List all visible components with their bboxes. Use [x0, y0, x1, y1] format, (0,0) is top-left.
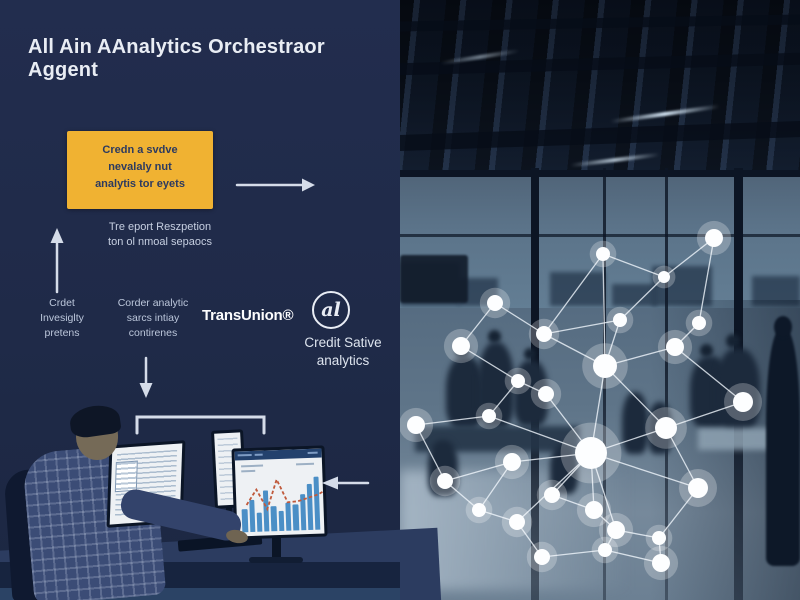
process-box-line1: Credn a svdve: [102, 144, 178, 156]
arrow-up-icon: [50, 228, 64, 294]
label-credit-insights: Crdet Invesiglty pretens: [40, 297, 84, 340]
person-silhouette: [622, 392, 648, 454]
monitor-bracket-icon: [135, 415, 266, 435]
arrow-left-icon: [322, 476, 370, 490]
standing-person-head: [774, 316, 792, 338]
monitor-stand: [272, 538, 281, 558]
skyline-building: [752, 276, 800, 306]
person-silhouette: [716, 348, 760, 430]
credit-analytics-label: Credit Sative analytics: [304, 335, 382, 368]
process-box-line2: nevalaly nut: [108, 161, 172, 174]
label-analytic-sources: Corder analytic sarcs intiay contirenes: [117, 297, 189, 340]
window-mullion: [400, 234, 800, 237]
network-graph: [400, 220, 762, 581]
person-silhouette: [446, 356, 484, 428]
person-silhouette: [524, 348, 536, 360]
arrow-right-icon: [235, 178, 315, 192]
diagram-panel: All Ain AAnalytics Orchestraor Aggent Cr…: [0, 0, 443, 600]
process-box-line3: analytis tor eyets: [95, 178, 185, 191]
report-note: Tre eport Reszpetion ton ol nmoal sepaoc…: [70, 220, 250, 250]
trend-line: [246, 467, 325, 512]
report-note-line2: ton ol nmoal sepaocs: [108, 235, 212, 248]
report-note-line1: Tre eport Reszpetion: [108, 221, 212, 233]
window-mullion: [400, 170, 800, 177]
page-title: All Ain AAnalytics Orchestraor Aggent: [28, 36, 325, 81]
arrow-down-icon: [139, 356, 153, 398]
person-silhouette: [488, 330, 501, 343]
window-mullion: [603, 168, 606, 600]
ai-monogram-icon: al: [312, 291, 350, 329]
person-silhouette: [700, 344, 713, 357]
window-silhouette: [400, 255, 468, 303]
dashboard-header: [234, 448, 322, 461]
dashboard-screen: [234, 448, 325, 537]
office-photo: [400, 0, 800, 600]
monitor-dashboard: [231, 445, 328, 540]
monitor-base: [249, 557, 303, 563]
process-box: Credn a svdve nevalaly nut analytis tor …: [67, 131, 213, 209]
skyline-building: [612, 284, 657, 306]
meeting-table: [698, 428, 786, 450]
window-mullion: [665, 168, 668, 600]
document-table: [114, 460, 138, 493]
person-silhouette: [726, 334, 740, 348]
transunion-logo: TransUnion®: [202, 307, 294, 324]
standing-person: [766, 330, 800, 566]
